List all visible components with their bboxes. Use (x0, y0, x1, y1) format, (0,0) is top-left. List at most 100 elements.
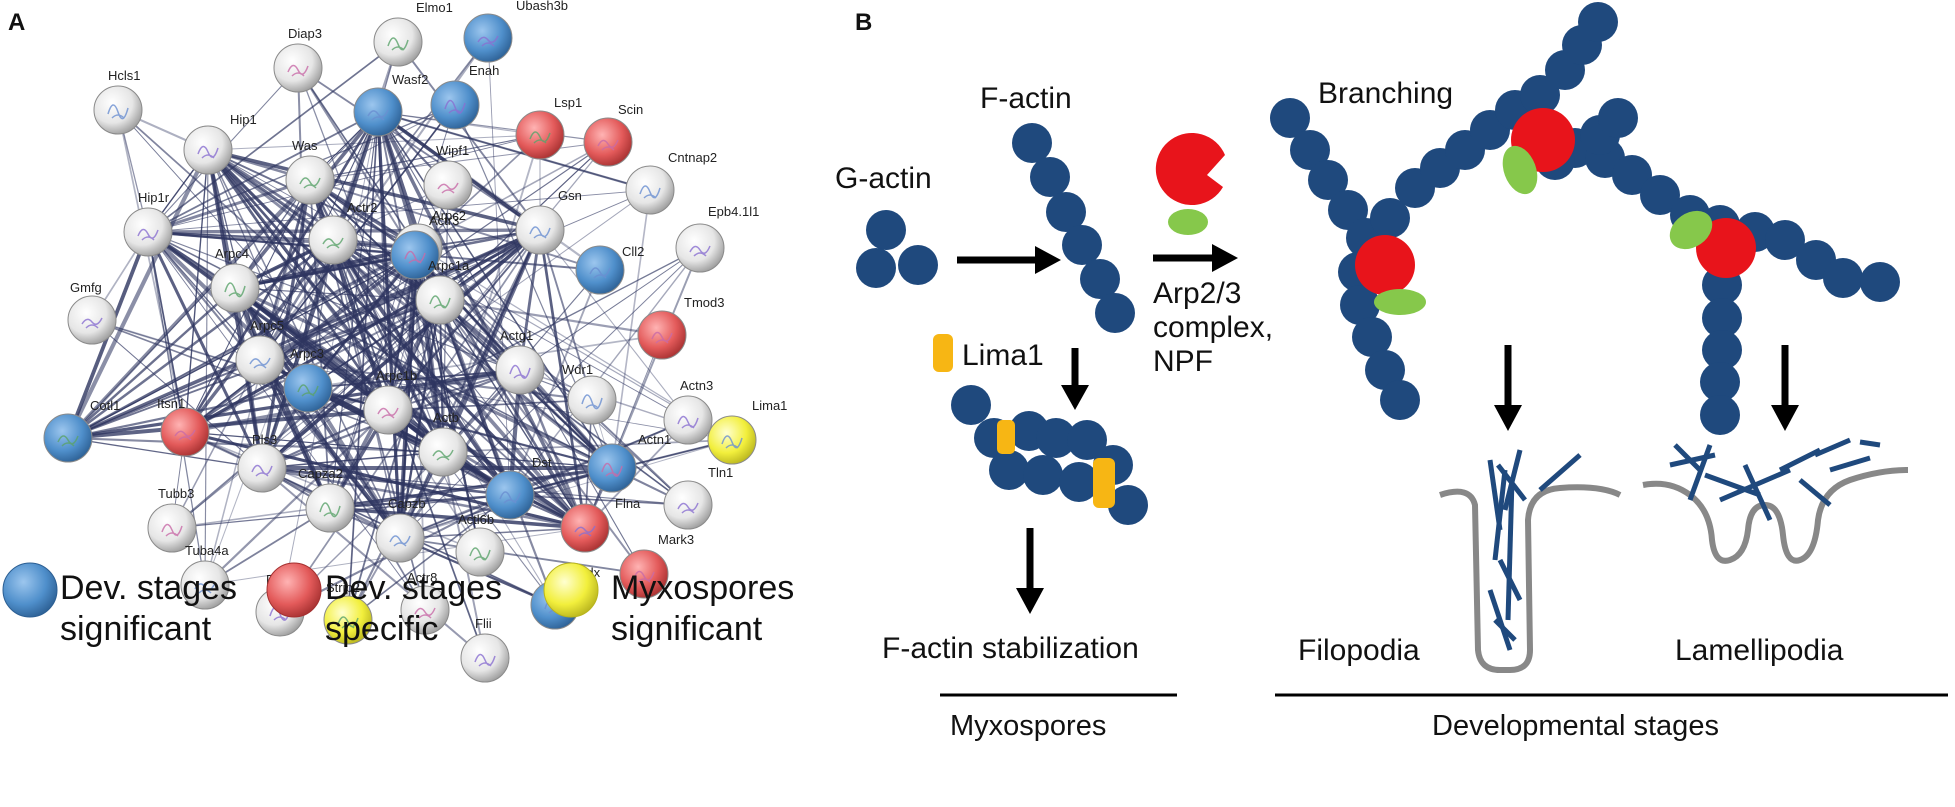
protein-structure-icon (601, 462, 623, 477)
actin-monomer (1370, 198, 1410, 238)
protein-structure-icon (161, 523, 183, 537)
node-sphere (455, 527, 505, 577)
network-edge (519, 247, 701, 371)
network-edge (146, 231, 264, 469)
actin-monomer (1270, 98, 1310, 138)
node-sphere (363, 385, 413, 435)
network-node-itsn1: Itsn1 (157, 396, 210, 457)
network-edge (509, 494, 689, 506)
protein-structure-icon (689, 245, 711, 257)
network-edge (147, 231, 186, 433)
network-edge (207, 149, 309, 389)
lamellipodia-membrane (1642, 467, 1909, 564)
network-edge (399, 247, 701, 539)
node-label: Arpc3 (290, 346, 324, 361)
arrow-polymerize-head (1035, 246, 1061, 274)
actin-monomer (1340, 285, 1380, 325)
network-edge (518, 369, 587, 529)
network-node-diap3: Diap3 (273, 26, 323, 93)
network-edge (147, 41, 399, 233)
protein-structure-icon (174, 429, 196, 441)
network-node-hip1: Hip1 (183, 112, 257, 175)
network-edge (417, 247, 689, 506)
network-node-dst: Dst (485, 455, 552, 520)
protein-structure-icon (404, 250, 426, 264)
arp23-subunit (1696, 218, 1756, 278)
arrow-filopodia-head (1494, 405, 1522, 431)
protein-structure-icon (137, 228, 159, 241)
node-sphere (285, 155, 335, 205)
filopodia-actin (1487, 449, 1582, 651)
protein-structure-icon (721, 435, 743, 449)
actin-monomer (1765, 220, 1805, 260)
node-sphere (273, 43, 323, 93)
protein-structure-icon (319, 502, 341, 518)
network-edge (509, 247, 701, 496)
node-sphere (423, 160, 473, 210)
node-label: Strip2 (326, 580, 360, 595)
protein-structure-icon (249, 357, 271, 369)
actin-monomer (1640, 175, 1680, 215)
node-label: Tuba4a (185, 543, 229, 558)
label-arp-line3: NPF (1153, 345, 1213, 378)
network-node-enah: Enah (430, 63, 499, 130)
node-label: Arpc1a (428, 258, 470, 273)
node-sphere (460, 633, 510, 683)
network-edge (332, 37, 489, 241)
protein-structure-icon (367, 109, 389, 121)
node-label: Gmfg (70, 280, 102, 295)
network-node-wdr1: Wdr1 (562, 362, 617, 425)
protein-structure-icon (499, 491, 521, 504)
network-edge (146, 230, 390, 412)
actin-monomer (1059, 462, 1099, 502)
protein-structure-icon (597, 139, 619, 151)
node-label: Actb (433, 410, 459, 425)
node-sphere (237, 443, 287, 493)
actin-monomer (1365, 350, 1405, 390)
network-node-was: Was (285, 138, 335, 205)
node-sphere (353, 87, 403, 137)
label-lima1: Lima1 (962, 339, 1044, 372)
arrow-stabilization-head (1016, 588, 1044, 614)
network-edge (309, 134, 541, 181)
network-node-tuba4a: Tuba4a (180, 543, 230, 610)
legend-swatch-red (266, 562, 322, 618)
network-edge (171, 359, 261, 529)
network-edge (259, 104, 456, 361)
protein-structure-icon (322, 237, 344, 249)
label-developmental: Developmental stages (1432, 710, 1719, 742)
node-label: Hip1r (138, 190, 170, 205)
actin-monomer (1702, 298, 1742, 338)
network-edge (297, 67, 444, 453)
network-node-cll2: Cll2 (575, 244, 644, 295)
node-sphere (418, 427, 468, 477)
protein-structure-icon (589, 267, 611, 279)
network-edge (309, 179, 601, 271)
actin-monomer (989, 450, 1029, 490)
network-edge (584, 334, 663, 529)
protein-structure-icon (633, 570, 655, 583)
network-edge (171, 299, 441, 529)
node-sphere (390, 230, 440, 280)
node-sphere (183, 125, 233, 175)
actin-monomer (1308, 160, 1348, 200)
protein-structure-icon (469, 547, 491, 561)
network-edge (258, 359, 332, 509)
actin-monomer (1095, 293, 1135, 333)
protein-structure-icon (107, 104, 129, 120)
network-edge (91, 319, 263, 469)
network-edge (377, 111, 609, 143)
npf-subunit (1374, 289, 1426, 315)
node-sphere (515, 110, 565, 160)
node-label: Dst (532, 455, 552, 470)
network-node-actg1: Actg1 (495, 328, 545, 395)
actin-monomer (1036, 418, 1076, 458)
node-label: Cll2 (622, 244, 644, 259)
panel-label-a: A (8, 9, 25, 36)
protein-structure-icon (377, 407, 399, 419)
network-node-tubb3: Tubb3 (147, 486, 197, 553)
node-sphere (485, 470, 535, 520)
protein-structure-icon (677, 502, 699, 514)
protein-structure-icon (287, 64, 309, 77)
node-label: Arpc2 (432, 208, 466, 223)
